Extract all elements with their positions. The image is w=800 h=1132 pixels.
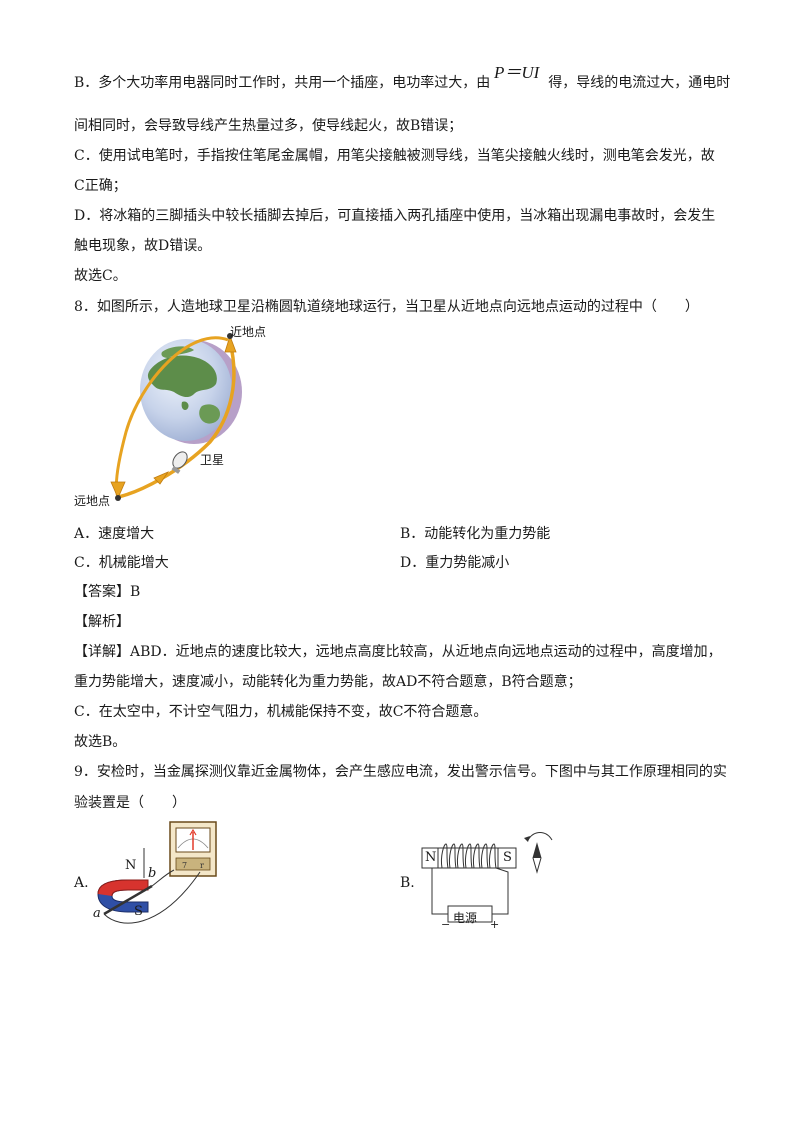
q9-option-b-label: B. [400,875,415,891]
explain-b-text-2: 得，导线的电流过大，通电时 [548,75,731,91]
q9-stem-line2: 验装置是（ ） [74,795,186,811]
q8-answer: 【答案】B [74,582,140,602]
power-source-label: 电源 [453,911,478,925]
orbit-arrow-right [153,471,170,485]
satellite-orbit-figure [110,333,242,501]
perigee-label: 近地点 [230,325,267,339]
explain-c-line2: C正确； [74,178,127,194]
rotation-arrow-icon [527,832,553,841]
q8-option-c: C．机械能增大 [74,555,169,571]
explain-c-line1: C．使用试电笔时，手指按住笔尾金属帽，用笔尖接触被测导线，当笔尖接触火线时，测电… [74,148,715,164]
q8-option-a: A．速度增大 [74,526,155,542]
orbit-arrow-down [110,481,126,499]
q8-detail-line1: 【详解】ABD．近地点的速度比较大，远地点高度比较高，从近地点向远地点运动的过程… [74,644,722,660]
q9-option-a-label: A. [74,875,89,891]
satellite-label: 卫星 [200,453,225,467]
electromagnet-n-label: N [425,850,437,865]
q9-stem-line1: 9．安检时，当金属探测仪靠近金属物体，会产生感应电流，发出警示信号。下图中与其工… [74,764,727,780]
rod-b-label: b [148,866,157,881]
perigee-dot [227,333,233,339]
satellite-icon [171,451,188,474]
q8-stem: 8．如图所示，人造地球卫星沿椭圆轨道绕地球运行，当卫星从近地点向远地点运动的过程… [74,299,699,315]
q8-detail-line3: C．在太空中，不计空气阻力，机械能保持不变，故C不符合题意。 [74,704,488,720]
rod-a-label: a [93,906,101,921]
orbit-path-front [117,341,236,499]
explain-b-line1: B．多个大功率用电器同时工作时，共用一个插座，电功率过大，由 得，导线的电流过大，… [74,73,730,93]
power-minus-label: − [441,918,451,931]
explain-b-text: B．多个大功率用电器同时工作时，共用一个插座，电功率过大，由 [74,75,491,91]
induction-experiment-figure: 7 r [97,821,217,924]
q8-option-b: B．动能转化为重力势能 [400,526,551,542]
orbit-path [114,336,229,498]
apogee-label: 远地点 [74,494,111,508]
magnet-n-label: N [125,858,137,873]
power-plus-label: + [490,918,500,931]
svg-text:7: 7 [182,861,187,870]
continent-islands [181,401,189,410]
explain-d-line1: D．将冰箱的三脚插头中较长插脚去掉后，可直接插入两孔插座中使用，当冰箱出现漏电事… [74,208,716,224]
electromagnet-s-label: S [503,850,512,865]
q8-analysis-tag: 【解析】 [74,614,130,630]
continent-australia [199,404,220,424]
compass-needle-icon [532,842,542,874]
explain-b-line2: 间相同时，会导致导线产生热量过多，使导线起火，故B错误； [74,118,463,134]
explain-conclusion: 故选C。 [74,268,127,284]
electromagnet-figure [421,832,553,923]
apogee-dot [115,495,121,501]
explain-d-line2: 触电现象，故D错误。 [74,238,212,254]
orbit-arrow-up [224,334,237,353]
q8-option-d: D．重力势能减小 [400,555,510,571]
magnet-s-label: S [134,904,143,919]
q8-detail-line2: 重力势能增大，速度减小，动能转化为重力势能，故AD不符合题意，B符合题意； [74,674,582,690]
coil [441,843,497,869]
svg-text:r: r [200,861,204,870]
answer-tag: 【答案】B [74,584,141,600]
q8-conclusion: 故选B。 [74,734,127,750]
formula-p-ui: P＝UI [494,63,540,82]
